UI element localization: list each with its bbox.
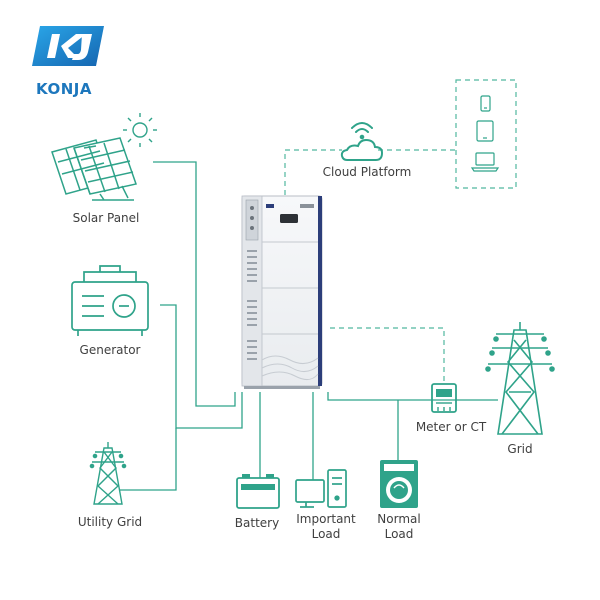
transmission-tower-icon bbox=[485, 322, 555, 435]
solar-line bbox=[153, 161, 236, 407]
solar-panel-icon bbox=[51, 137, 137, 201]
konja-logo-icon bbox=[32, 26, 104, 66]
meter-dashed-line bbox=[330, 327, 445, 384]
normal-load-label-line2: Load bbox=[384, 527, 414, 541]
generator-label: Generator bbox=[79, 343, 141, 357]
solar-panel-label: Solar Panel bbox=[72, 211, 140, 225]
phone-icon bbox=[480, 95, 491, 112]
devices-box bbox=[455, 79, 517, 189]
brand-name: KONJA bbox=[36, 80, 92, 98]
cloud-inverter-dashed-line bbox=[284, 149, 342, 195]
inverter-cabinet bbox=[241, 195, 323, 389]
battery-icon bbox=[236, 474, 280, 509]
normal-load-label-line1: Normal bbox=[377, 512, 421, 526]
grid-label: Grid bbox=[507, 442, 533, 456]
dashed-communication-lines bbox=[284, 79, 517, 384]
desktop-computer-icon bbox=[295, 469, 347, 508]
cloud-wifi-icon bbox=[340, 122, 384, 161]
meter-or-ct-label: Meter or CT bbox=[415, 420, 487, 434]
important-load-label-line2: Load bbox=[311, 527, 341, 541]
connection-lines bbox=[120, 161, 498, 491]
important-load-label-line1: Important bbox=[296, 512, 356, 526]
sun-icon bbox=[123, 113, 157, 147]
generator-icon bbox=[71, 265, 149, 336]
laptop-icon bbox=[470, 152, 500, 172]
power-tower-icon bbox=[89, 442, 127, 505]
tablet-icon bbox=[476, 120, 494, 142]
utility-grid-label: Utility Grid bbox=[77, 515, 143, 529]
utility-grid-line bbox=[120, 428, 177, 491]
cloud-platform-label: Cloud Platform bbox=[322, 165, 412, 179]
generator-line bbox=[160, 304, 243, 429]
washing-machine-icon bbox=[380, 460, 418, 508]
meter-icon bbox=[431, 383, 457, 413]
grid-line bbox=[327, 392, 498, 401]
battery-label: Battery bbox=[234, 516, 280, 530]
